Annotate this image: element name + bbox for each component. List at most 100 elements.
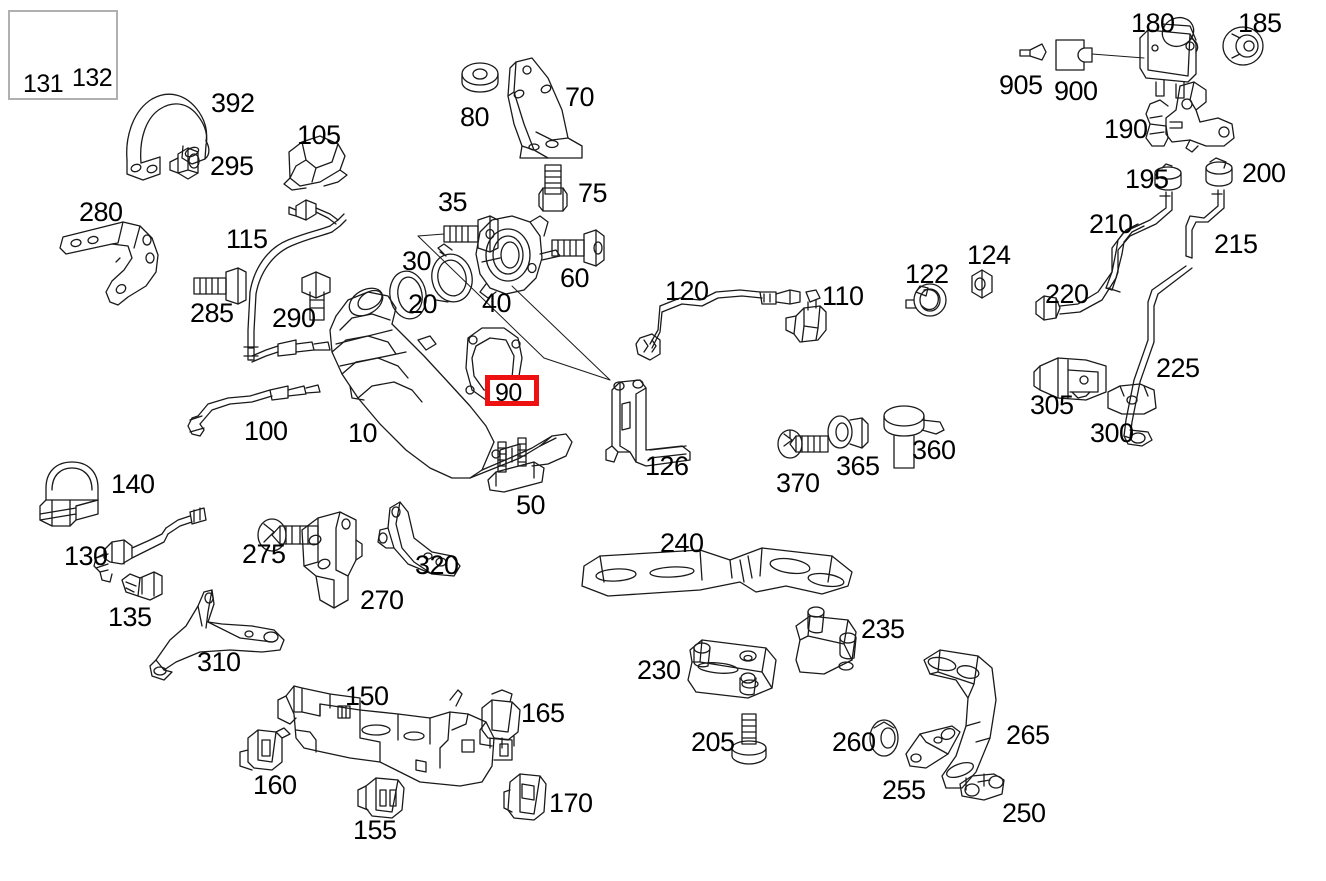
- part-360: [883, 405, 945, 469]
- part-285: [193, 267, 247, 305]
- part-370: [777, 429, 829, 459]
- part-label-30: 30: [402, 246, 432, 276]
- part-label-155: 155: [353, 815, 397, 845]
- part-115: [249, 199, 347, 295]
- part-label-392: 392: [211, 88, 255, 118]
- part-label-305: 305: [1030, 390, 1074, 420]
- part-180: [1139, 16, 1199, 99]
- part-label-240: 240: [660, 528, 704, 558]
- part-50: [487, 437, 545, 493]
- part-label-160: 160: [253, 770, 297, 800]
- part-label-126: 126: [645, 451, 689, 481]
- part-290-bolt: [301, 271, 331, 321]
- part-label-50: 50: [516, 490, 546, 520]
- highlight-box-90[interactable]: 90: [485, 375, 539, 406]
- part-280: [59, 221, 159, 306]
- part-label-150: 150: [345, 681, 389, 711]
- part-label-132: 132: [72, 64, 113, 92]
- part-label-20: 20: [408, 289, 438, 319]
- part-label-110: 110: [822, 281, 864, 311]
- part-label-280: 280: [79, 197, 123, 227]
- part-label-320: 320: [415, 550, 459, 580]
- part-215: [1185, 189, 1225, 259]
- part-105: [283, 135, 348, 191]
- part-label-115: 115: [226, 224, 268, 254]
- part-150: [277, 685, 513, 787]
- part-320: [377, 501, 461, 577]
- part-300: [1107, 383, 1157, 415]
- part-130: [93, 507, 207, 583]
- part-label-190: 190: [1104, 114, 1148, 144]
- part-label-905: 905: [999, 70, 1043, 100]
- part-135: [121, 571, 163, 601]
- part-label-122: 122: [905, 259, 949, 289]
- part-210: [1105, 191, 1173, 291]
- part-label-40: 40: [482, 288, 512, 318]
- part-label-225: 225: [1156, 353, 1200, 383]
- part-900: [1055, 39, 1145, 71]
- part-label-130: 130: [64, 541, 108, 571]
- part-label-260: 260: [832, 727, 876, 757]
- part-10: [329, 287, 573, 479]
- part-270: [301, 511, 363, 609]
- part-155: [357, 777, 405, 819]
- part-label-180: 180: [1131, 8, 1175, 38]
- part-label-60: 60: [560, 263, 590, 293]
- part-185: [1222, 26, 1264, 66]
- part-label-265: 265: [1006, 720, 1050, 750]
- part-60: [551, 229, 605, 267]
- part-label-210: 210: [1089, 209, 1133, 239]
- part-250: [959, 773, 1005, 801]
- part-label-170: 170: [549, 788, 593, 818]
- part-40: [417, 215, 611, 381]
- part-label-131: 131: [23, 70, 64, 98]
- part-label-70: 70: [565, 82, 595, 112]
- part-200: [1205, 157, 1233, 187]
- part-label-120: 120: [665, 276, 709, 306]
- part-label-35: 35: [438, 187, 468, 217]
- part-label-310: 310: [197, 647, 241, 677]
- part-label-300: 300: [1090, 418, 1134, 448]
- part-label-185: 185: [1238, 8, 1282, 38]
- part-70: [507, 57, 583, 159]
- part-label-200: 200: [1242, 158, 1286, 188]
- part-305: [1033, 357, 1107, 401]
- part-label-140: 140: [111, 469, 155, 499]
- part-label-100: 100: [244, 416, 288, 446]
- part-label-124: 124: [967, 240, 1011, 270]
- part-100: [187, 384, 321, 437]
- part-label-215: 215: [1214, 229, 1258, 259]
- part-label-275: 275: [242, 539, 286, 569]
- part-label-295: 295: [210, 151, 254, 181]
- part-label-75: 75: [578, 178, 608, 208]
- part-235: [795, 606, 857, 675]
- part-140: [39, 461, 99, 527]
- detail-inset-box: [8, 10, 118, 100]
- part-30: [431, 243, 473, 303]
- part-205: [731, 713, 767, 765]
- part-label-290: 290: [272, 303, 316, 333]
- part-label-10: 10: [348, 418, 378, 448]
- part-label-135: 135: [108, 602, 152, 632]
- part-20: [389, 270, 427, 320]
- part-label-80: 80: [460, 102, 490, 132]
- part-80: [461, 62, 499, 93]
- part-label-90: 90: [495, 379, 522, 407]
- part-label-165: 165: [521, 698, 565, 728]
- part-220: [1035, 223, 1145, 321]
- part-905: [1019, 43, 1047, 61]
- part-225: [1123, 265, 1193, 447]
- part-195: [1154, 163, 1182, 191]
- part-295: [169, 147, 200, 180]
- part-label-250: 250: [1002, 798, 1046, 828]
- part-label-360: 360: [912, 435, 956, 465]
- part-240: [581, 547, 853, 597]
- part-120: [635, 289, 801, 361]
- part-122: [905, 283, 947, 317]
- part-75: [538, 164, 568, 212]
- part-160: [239, 727, 291, 771]
- part-170: [503, 773, 547, 821]
- part-label-255: 255: [882, 775, 926, 805]
- part-label-205: 205: [691, 727, 735, 757]
